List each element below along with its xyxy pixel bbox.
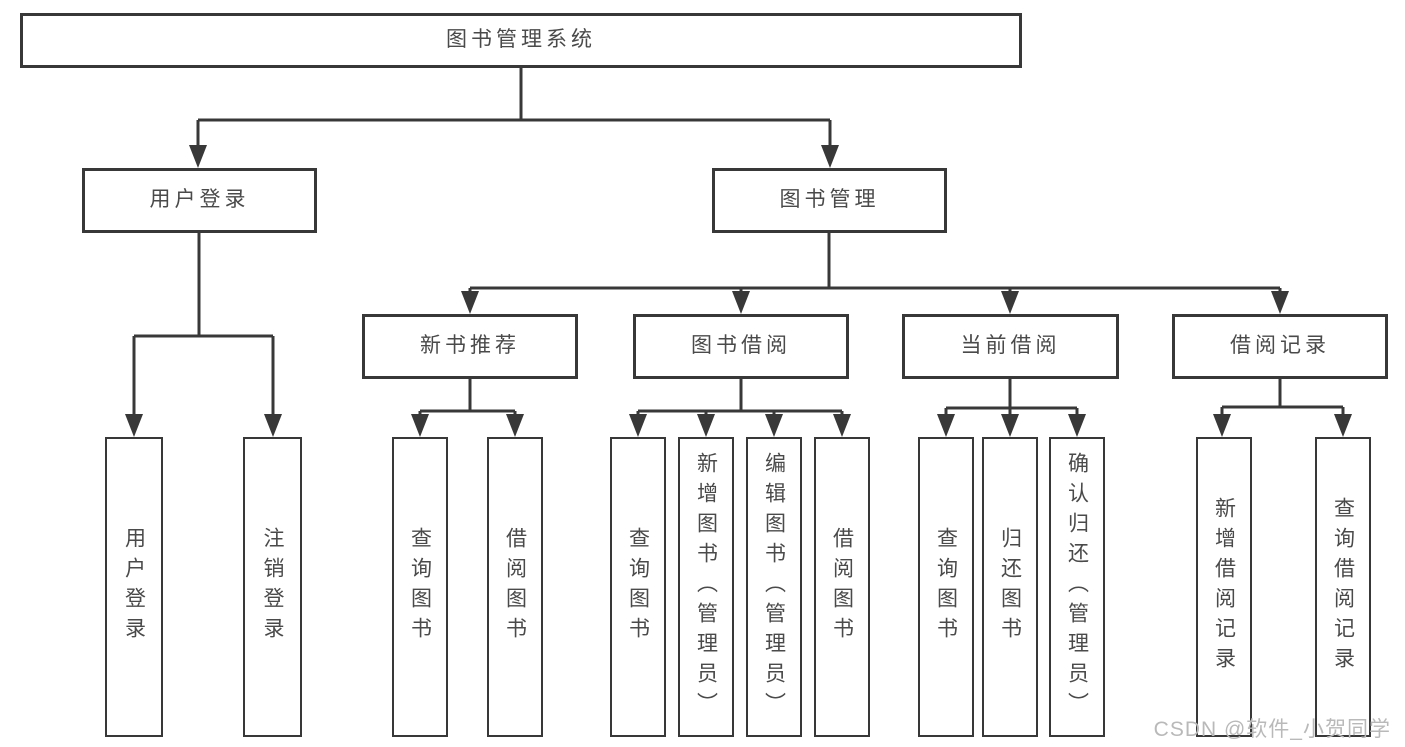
leaf-borrow-books: 借阅图书 bbox=[814, 437, 870, 737]
node-user-login: 用户登录 bbox=[82, 168, 317, 233]
leaf-edit-books-admin: 编辑图书（管理员） bbox=[746, 437, 802, 737]
leaf-query-books-current: 查询图书 bbox=[918, 437, 974, 737]
node-current-borrowing: 当前借阅 bbox=[902, 314, 1119, 379]
node-library-system: 图书管理系统 bbox=[20, 13, 1022, 68]
leaf-query-books-recommend: 查询图书 bbox=[392, 437, 448, 737]
arrowheads bbox=[125, 145, 1352, 437]
node-new-book-recommend: 新书推荐 bbox=[362, 314, 578, 379]
leaf-user-login: 用户登录 bbox=[105, 437, 163, 737]
leaf-borrow-books-recommend: 借阅图书 bbox=[487, 437, 543, 737]
leaf-logout: 注销登录 bbox=[243, 437, 302, 737]
leaf-add-borrow-record: 新增借阅记录 bbox=[1196, 437, 1252, 737]
csdn-watermark: CSDN @软件_小贺同学 bbox=[1153, 718, 1391, 741]
leaf-query-borrow-record: 查询借阅记录 bbox=[1315, 437, 1371, 737]
leaf-query-books-borrow: 查询图书 bbox=[610, 437, 666, 737]
node-book-borrowing: 图书借阅 bbox=[633, 314, 849, 379]
leaf-confirm-return-admin: 确认归还（管理员） bbox=[1049, 437, 1105, 737]
leaf-add-books-admin: 新增图书（管理员） bbox=[678, 437, 734, 737]
node-borrow-records: 借阅记录 bbox=[1172, 314, 1388, 379]
node-book-management: 图书管理 bbox=[712, 168, 947, 233]
leaf-return-books: 归还图书 bbox=[982, 437, 1038, 737]
